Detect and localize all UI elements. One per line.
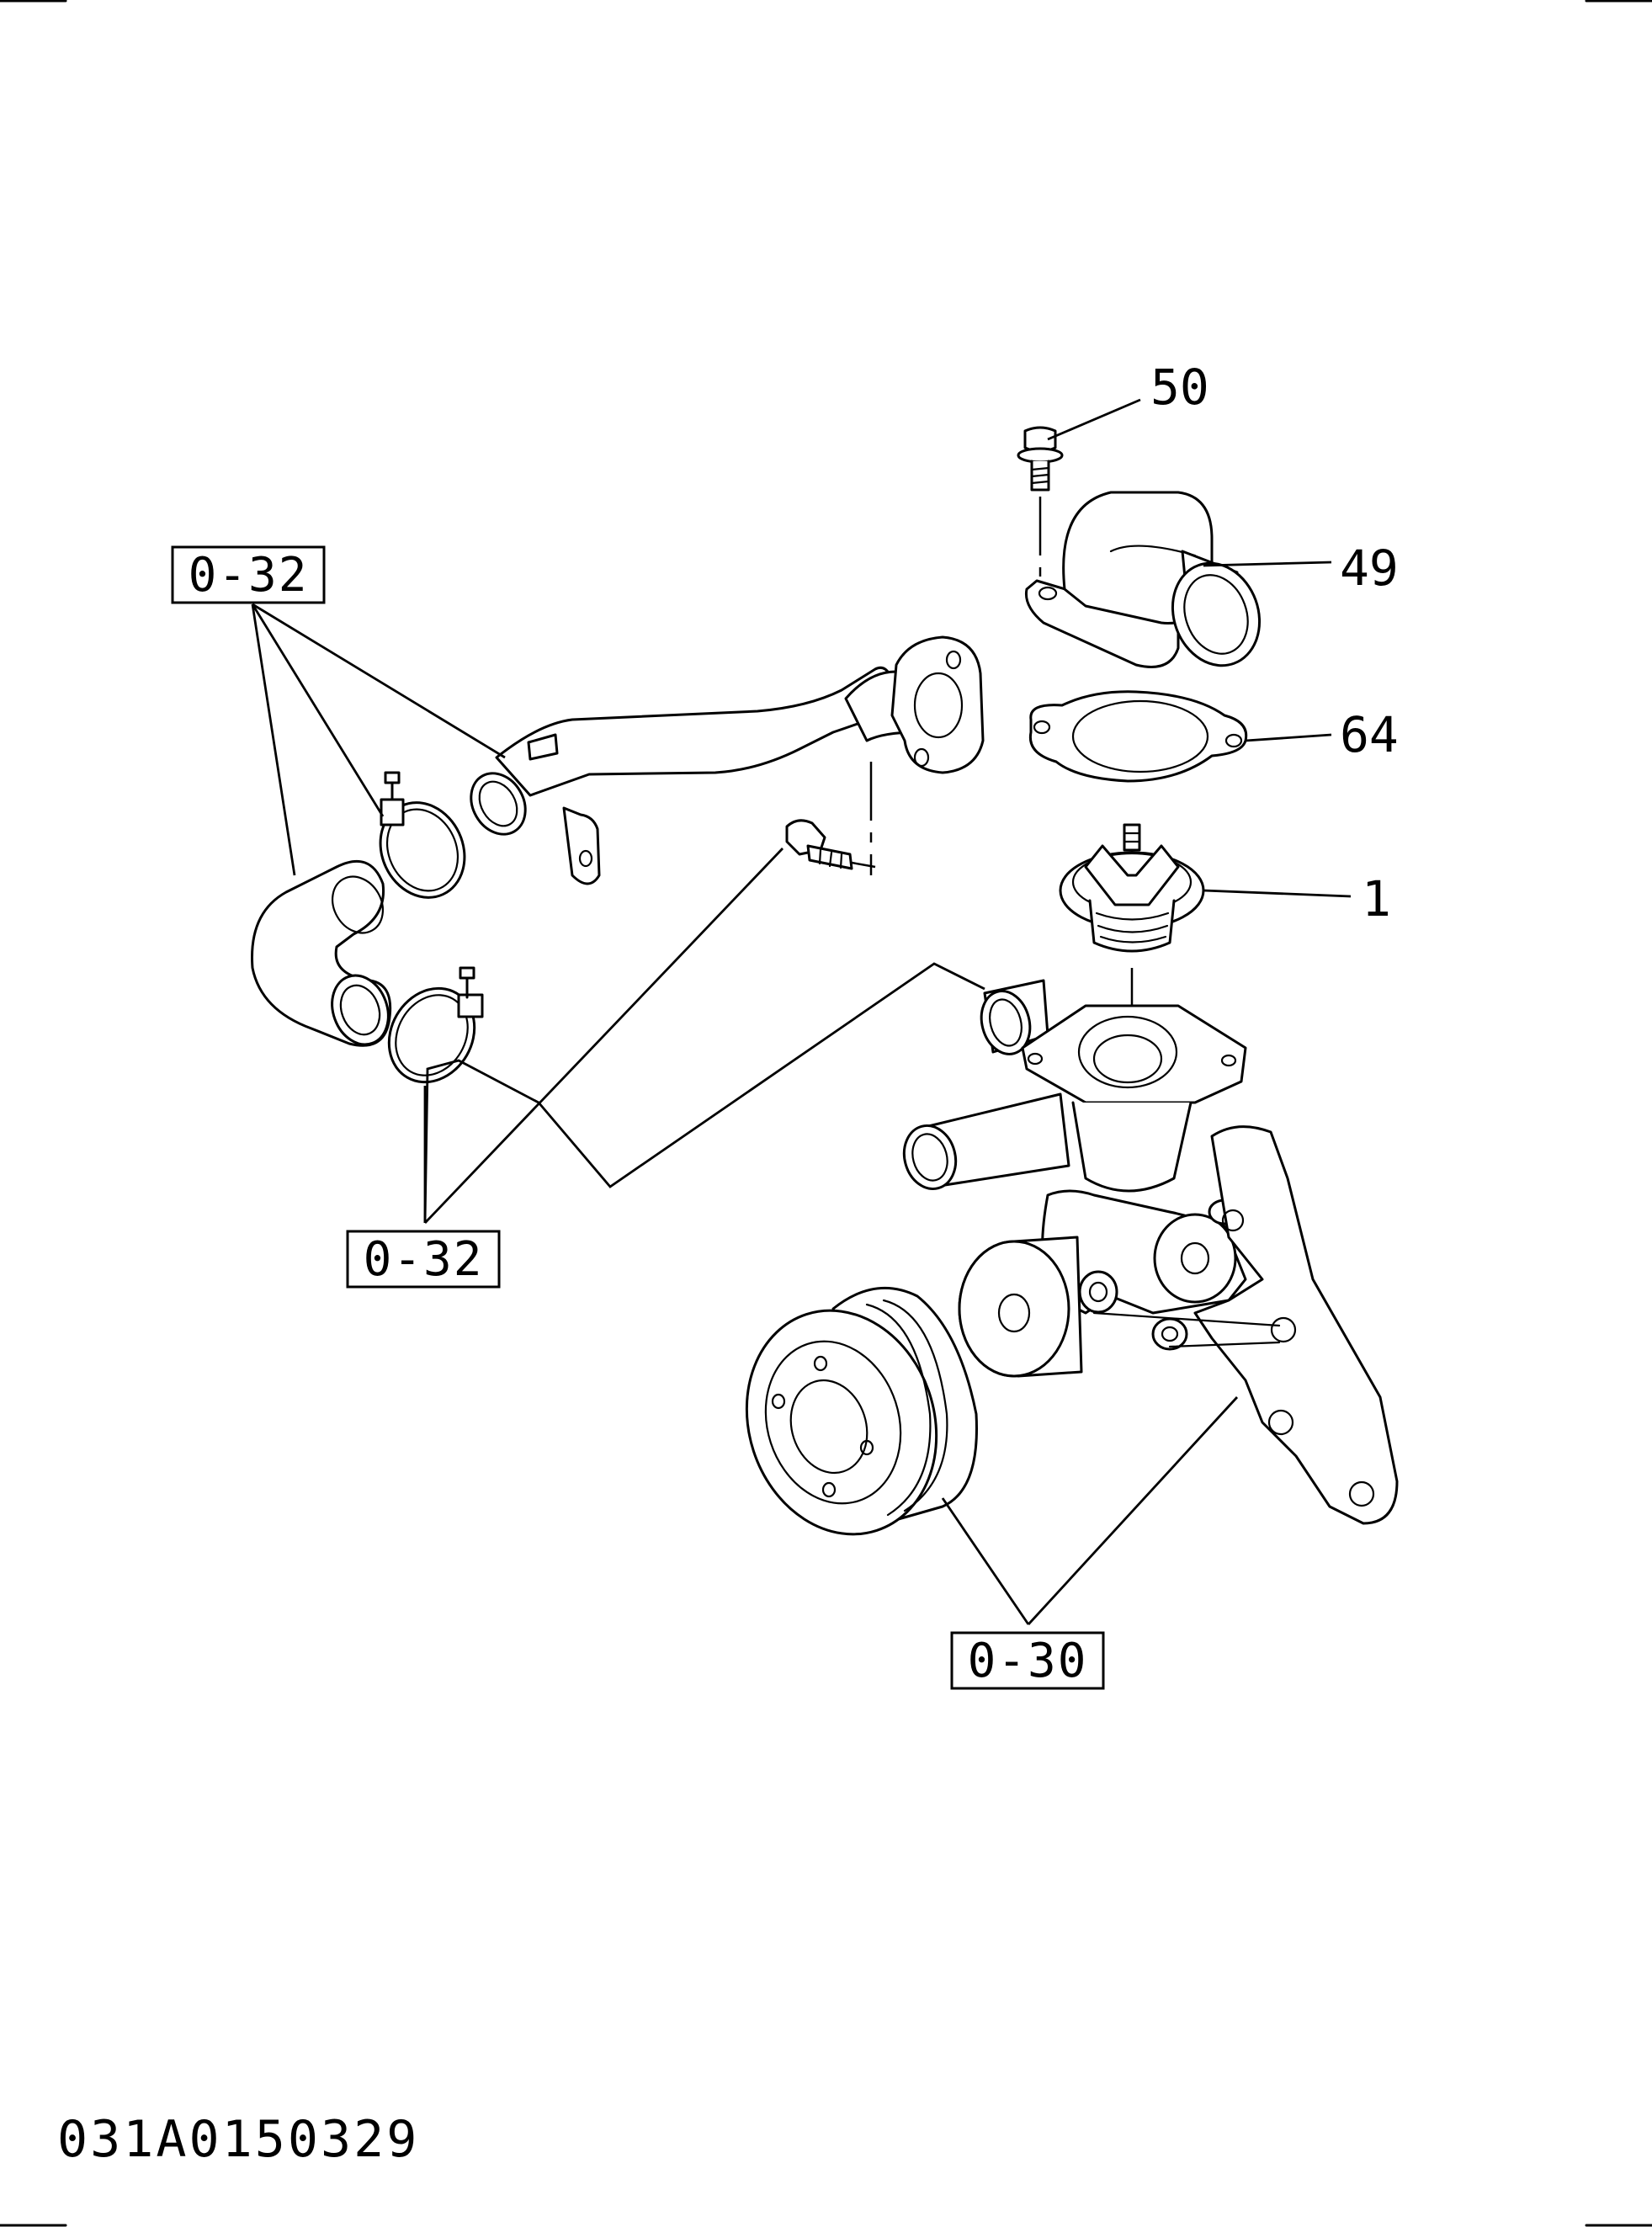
outlet-elbow-drawing — [1024, 491, 1262, 668]
water-pump-drawing — [902, 979, 1399, 1525]
water-pipe-drawing — [470, 635, 985, 885]
pulley-drawing — [745, 1286, 978, 1536]
part-label-64: 64 — [1340, 706, 1399, 763]
drawing-code: 031A0150329 — [57, 2110, 419, 2169]
part-label-50: 50 — [1150, 359, 1209, 416]
hose-drawing — [251, 859, 392, 1047]
clamp-upper-drawing — [379, 771, 466, 899]
clamp-lower-drawing — [387, 966, 484, 1084]
part-labels: 50 49 64 1 — [1150, 359, 1399, 927]
gasket-drawing — [1028, 690, 1248, 783]
part-label-1: 1 — [1362, 870, 1391, 927]
reference-box-upper[interactable]: 0-32 — [171, 545, 326, 604]
reference-label-bottom: 0-30 — [968, 1634, 1088, 1688]
bolt-drawing — [1017, 426, 1064, 577]
reference-box-middle[interactable]: 0-32 — [346, 1230, 501, 1289]
leader-lines — [251, 398, 1352, 1625]
thermostat-drawing — [1059, 823, 1205, 1060]
stud-drawing — [785, 819, 876, 870]
reference-label-middle: 0-32 — [364, 1232, 484, 1287]
part-label-49: 49 — [1340, 539, 1399, 597]
reference-label-upper: 0-32 — [189, 548, 309, 603]
reference-box-bottom[interactable]: 0-30 — [950, 1631, 1105, 1690]
